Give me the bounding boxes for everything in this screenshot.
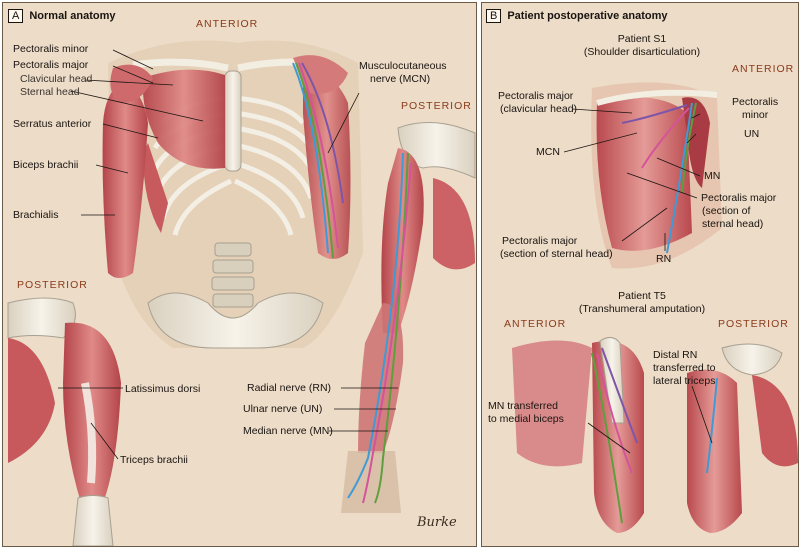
t5-label-rn-1: Distal RN (653, 349, 698, 361)
serratus-anterior-muscle (143, 143, 168, 233)
label-serratus-anterior: Serratus anterior (13, 118, 92, 130)
panel-a-letter: A (8, 9, 24, 23)
forearm-nerves (347, 152, 412, 504)
label-sternal-head: Sternal head (20, 86, 80, 98)
s1-label-mn: MN (704, 170, 721, 182)
artist-signature: Burke (417, 515, 457, 530)
s1-label-pm-sec-l1: Pectoralis major (502, 235, 578, 247)
s1-nerves (621, 102, 697, 254)
panel-b-header: B Patient postoperative anatomy (486, 9, 668, 23)
elbow-bones (72, 495, 114, 546)
s1-label-mcn: MCN (536, 146, 560, 158)
t5-anterior-nerves (591, 347, 638, 524)
s1-label-pm-sec-l2: (section of sternal head) (500, 248, 613, 260)
s1-caption-anterior: ANTERIOR (732, 63, 795, 75)
label-pectoralis-minor: Pectoralis minor (13, 43, 89, 55)
panel-b-title: Patient postoperative anatomy (507, 10, 668, 22)
latissimus-dorsi-muscle (8, 338, 55, 463)
s1-clavicle (596, 89, 718, 106)
triceps-tendon (81, 382, 97, 484)
label-latissimus-dorsi: Latissimus dorsi (125, 383, 201, 395)
label-brachialis: Brachialis (13, 209, 59, 221)
s1-label-rn: RN (656, 253, 672, 265)
t5-label-mn-1: MN transferred (488, 400, 559, 412)
t5-label-rn-3: lateral triceps (653, 375, 716, 387)
s1-label-pmin-2: minor (742, 109, 769, 121)
label-clavicular-head: Clavicular head (20, 73, 93, 85)
panel-a-header: A Normal anatomy (8, 9, 116, 23)
s1-label-pm-sec-r1: Pectoralis major (701, 192, 777, 204)
t5-label-mn-2: to medial biceps (488, 413, 564, 425)
lumbar-spine (211, 242, 255, 308)
pectoralis-major-muscle (142, 69, 225, 169)
left-deltoid (110, 64, 153, 103)
s1-label-pm-sec-r2: (section of (702, 205, 751, 217)
s1-title-line2: (Shoulder disarticulation) (583, 46, 701, 58)
t5-posterior-nerves (706, 377, 718, 474)
label-mcn-line1: Musculocutaneous (359, 60, 447, 72)
t5-posterior-scapula (721, 343, 783, 376)
s1-label-pm-clav-1: Pectoralis major (498, 90, 574, 102)
panel-b-letter: B (486, 9, 502, 23)
label-biceps-brachii: Biceps brachii (13, 159, 79, 171)
s1-pectoralis-major (596, 97, 692, 251)
right-arm-nerves (292, 62, 344, 259)
t5-label-rn-2: transferred to (653, 362, 716, 374)
pelvis-bone (147, 292, 324, 349)
caption-posterior-top: POSTERIOR (401, 100, 472, 112)
s1-label-pm-clav-2: (clavicular head) (500, 103, 578, 115)
s1-label-pm-sec-r3: sternal head) (702, 218, 764, 230)
label-median-nerve: Median nerve (MN) (243, 425, 333, 437)
caption-anterior: ANTERIOR (196, 18, 259, 30)
normal-anatomy-illustration (7, 40, 476, 546)
posterior-scapula (7, 297, 76, 339)
label-triceps-brachii: Triceps brachii (120, 454, 188, 466)
t5-caption-posterior: POSTERIOR (718, 318, 789, 330)
s1-label-un: UN (744, 128, 760, 140)
t5-posterior-back-muscle (752, 375, 798, 467)
t5-title-line1: Patient T5 (618, 290, 666, 302)
label-mcn-line2: nerve (MCN) (370, 73, 431, 85)
panel-b-leader-lines (563, 108, 713, 454)
panel-normal-anatomy: A Normal anatomy ANTERIOR POSTERIOR POST… (2, 2, 477, 547)
label-ulnar-nerve: Ulnar nerve (UN) (243, 403, 323, 415)
t5-anterior-chest (512, 340, 592, 467)
left-arm-biceps (102, 83, 148, 278)
label-pectoralis-major: Pectoralis major (13, 59, 89, 71)
sternum (224, 70, 242, 172)
panel-a-title: Normal anatomy (29, 10, 116, 22)
label-radial-nerve: Radial nerve (RN) (247, 382, 332, 394)
t5-title-line2: (Transhumeral amputation) (578, 303, 706, 315)
s1-title-line1: Patient S1 (617, 33, 667, 45)
s1-label-pmin-1: Pectoralis (732, 96, 779, 108)
posterior-shoulder-muscle (433, 178, 475, 270)
left-clavicle (132, 58, 229, 72)
hand-bones (341, 451, 401, 513)
panel-a-leader-lines (58, 49, 398, 460)
panel-postoperative-anatomy: B Patient postoperative anatomy Patient … (481, 2, 799, 547)
caption-posterior-bottom: POSTERIOR (17, 279, 88, 291)
postoperative-illustration (512, 82, 798, 533)
t5-caption-anterior: ANTERIOR (504, 318, 567, 330)
